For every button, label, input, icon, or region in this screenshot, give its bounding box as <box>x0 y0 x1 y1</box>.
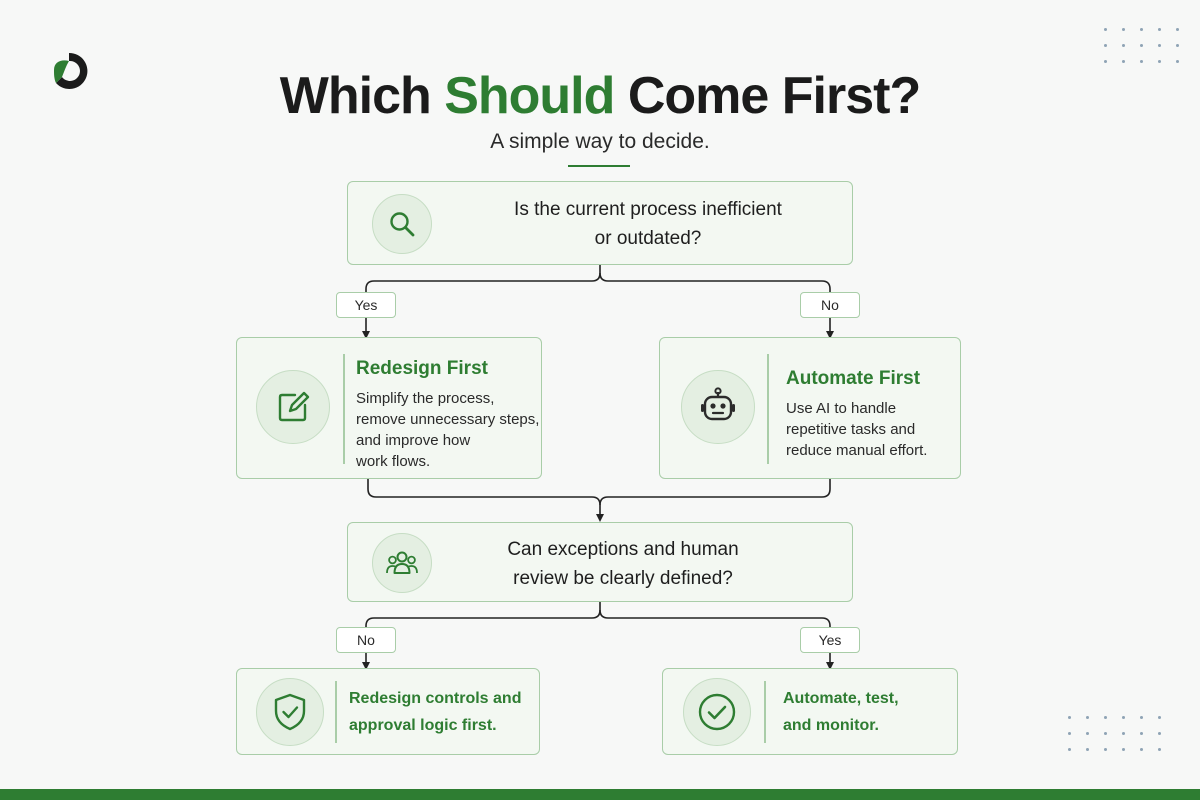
page-title: Which Should Come First? <box>0 66 1200 126</box>
question-2-icon-badge <box>372 533 432 593</box>
redesign-heading: Redesign First <box>356 358 488 379</box>
question-2-card: Can exceptions and human review be clear… <box>347 522 853 602</box>
redesign-first-card: Redesign First Simplify the process, rem… <box>236 337 542 479</box>
title-suffix: Come First? <box>614 67 921 125</box>
question-1-icon-badge <box>372 194 432 254</box>
robot-icon <box>701 387 735 421</box>
monitor-divider <box>764 681 766 743</box>
redesign-body: Simplify the process, remove unnecessary… <box>356 390 540 470</box>
question-1-yes-tag: Yes <box>336 292 396 318</box>
automate-test-monitor-card: Automate, test, and monitor. <box>662 668 958 755</box>
automate-divider <box>767 354 769 464</box>
automate-body: Use AI to handle repetitive tasks and re… <box>786 400 928 459</box>
shield-check-icon <box>274 693 306 731</box>
redesign-controls-card: Redesign controls and approval logic fir… <box>236 668 540 755</box>
automate-first-card: Automate First Use AI to handle repetiti… <box>659 337 961 479</box>
title-accent-word: Should <box>444 67 615 125</box>
redesign-controls-text: Redesign controls and approval logic fir… <box>349 690 522 734</box>
subtitle-underline <box>568 165 630 167</box>
question-2-yes-tag: Yes <box>800 627 860 653</box>
title-prefix: Which <box>279 67 445 125</box>
question-1-no-tag: No <box>800 292 860 318</box>
automate-heading: Automate First <box>786 368 921 389</box>
redesign-divider <box>343 354 345 464</box>
redesign-icon-badge <box>256 370 330 444</box>
automate-test-monitor-text: Automate, test, and monitor. <box>783 690 899 734</box>
search-icon <box>390 212 415 237</box>
controls-icon-badge <box>256 678 324 746</box>
page-subtitle: A simple way to decide. <box>490 130 710 153</box>
decorative-dots-bottom <box>1068 716 1176 764</box>
question-2-text: Can exceptions and human review be clear… <box>507 539 739 589</box>
monitor-icon-badge <box>683 678 751 746</box>
automate-icon-badge <box>681 370 755 444</box>
controls-divider <box>335 681 337 743</box>
question-1-card: Is the current process inefficient or ou… <box>347 181 853 265</box>
users-icon <box>386 551 418 574</box>
footer-accent-bar <box>0 789 1200 800</box>
question-1-text: Is the current process inefficient or ou… <box>514 199 782 249</box>
check-circle-icon <box>698 693 736 731</box>
brand-logo <box>48 50 90 92</box>
edit-icon <box>278 391 310 422</box>
decorative-dots-top <box>1104 28 1194 76</box>
question-2-no-tag: No <box>336 627 396 653</box>
